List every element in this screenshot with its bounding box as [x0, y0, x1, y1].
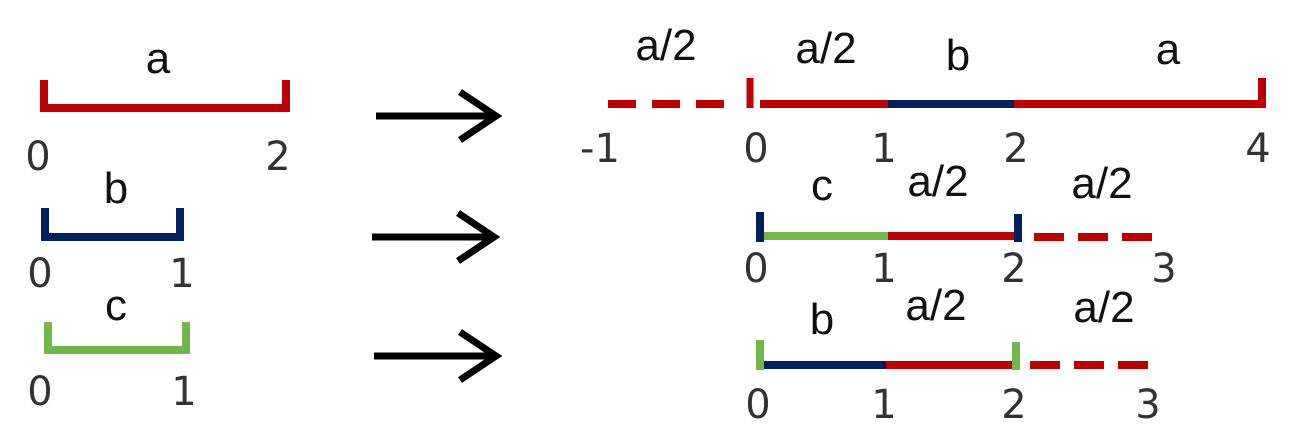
tick-label: 2: [1001, 382, 1026, 428]
tick-label: 4: [1245, 126, 1270, 172]
tick-label: 1: [871, 246, 896, 292]
row-3-transformed: b a/2 a/2 0 1 2 3: [745, 281, 1160, 428]
tick-label: 2: [265, 134, 290, 180]
tick-label: 0: [745, 382, 770, 428]
interval-b-original: b 0 1: [27, 164, 194, 297]
row-1-transformed: a/2 a/2 b a -1 0 1 2 4: [580, 21, 1271, 172]
label-c: c: [105, 281, 127, 330]
label-a-half: a/2: [907, 157, 968, 206]
arrow-head: [458, 89, 503, 143]
interval-a-original: a 0 2: [25, 34, 290, 180]
label-b: b: [104, 164, 128, 213]
tick-label: 2: [1003, 126, 1028, 172]
tick-label: 2: [1001, 246, 1026, 292]
arrow-1: [376, 89, 503, 143]
tick-label: 0: [743, 246, 768, 292]
label-a: a: [146, 34, 171, 83]
label-b: b: [810, 295, 834, 344]
label-a-half: a/2: [905, 281, 966, 330]
tick-label: 1: [169, 251, 194, 297]
tick-label: 0: [27, 369, 52, 415]
label-c: c: [811, 161, 833, 210]
tick-label: 1: [171, 369, 196, 415]
tick-label: 0: [27, 251, 52, 297]
label-b: b: [946, 31, 970, 80]
label-a-half: a/2: [635, 21, 696, 70]
label-a-half: a/2: [1071, 159, 1132, 208]
row-2-transformed: c a/2 a/2 0 1 2 3: [743, 157, 1176, 292]
label-a-half: a/2: [1073, 283, 1134, 332]
label-a-half: a/2: [795, 24, 856, 73]
label-a: a: [1156, 25, 1181, 74]
arrow-2: [372, 210, 501, 264]
arrow-head: [458, 329, 503, 383]
tick-label: 0: [25, 134, 50, 180]
tick-label: -1: [580, 126, 620, 172]
interval-c-original: c 0 1: [27, 281, 196, 415]
tick-label: 3: [1151, 246, 1176, 292]
arrow-3: [374, 329, 503, 383]
tick-label: 1: [871, 126, 896, 172]
tick-label: 0: [743, 126, 768, 172]
tick-label: 3: [1135, 382, 1160, 428]
tick-label: 1: [871, 382, 896, 428]
arrow-head: [456, 210, 501, 264]
